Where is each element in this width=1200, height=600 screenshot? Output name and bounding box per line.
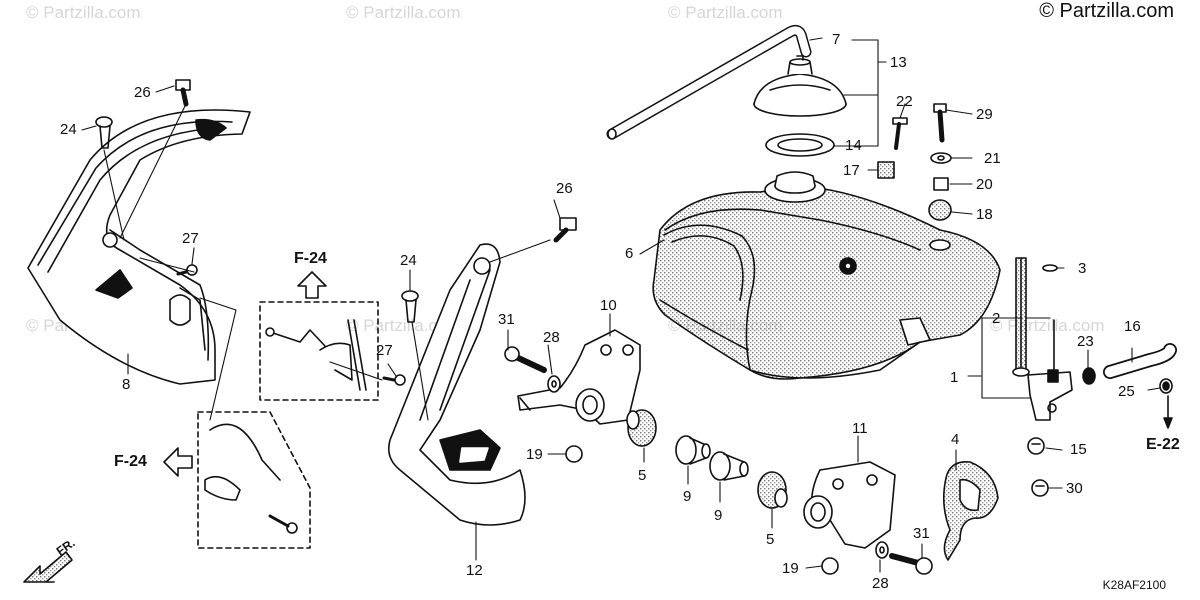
rubber-18 (928, 199, 952, 221)
detail-box-top-content (265, 319, 367, 391)
callout-19a: 19 (526, 446, 543, 463)
callout-15: 15 (1070, 441, 1087, 458)
callout-23: 23 (1077, 333, 1094, 350)
callout-27a: 27 (182, 230, 199, 247)
callout-28b: 28 (872, 575, 889, 592)
screw-26b (553, 217, 577, 243)
callout-5b: 5 (766, 531, 775, 548)
callout-4: 4 (951, 431, 960, 448)
callout-13: 13 (890, 54, 907, 71)
clip-24b (401, 290, 419, 323)
f24-top-arrow (297, 271, 327, 299)
left-shroud (27, 109, 251, 385)
bolt-31a (504, 346, 547, 373)
callout-11: 11 (852, 420, 868, 437)
callout-17: 17 (843, 162, 860, 179)
callout-21: 21 (984, 150, 1001, 167)
callout-7: 7 (832, 31, 841, 48)
washer-21 (930, 152, 952, 164)
detail-box-top (259, 301, 379, 401)
callout-20: 20 (976, 176, 993, 193)
screw-27a (176, 264, 198, 276)
callout-16: 16 (1124, 318, 1141, 335)
ref-f24-left: F-24 (114, 453, 147, 470)
clip-4 (942, 461, 999, 561)
callout-3: 3 (1078, 260, 1087, 277)
detail-box-bottom (197, 411, 311, 549)
watermark: © Partzilla.com (346, 316, 461, 335)
front-mount-bracket (517, 329, 641, 425)
e22-arrow (1163, 395, 1173, 429)
washer-3 (1042, 264, 1058, 272)
callout-25: 25 (1118, 383, 1135, 400)
leader-lines (81, 37, 1161, 573)
washer-28b (875, 541, 889, 559)
copyright-notice: © Partzilla.com (1039, 0, 1174, 22)
front-arrow (23, 551, 73, 583)
callout-28a: 28 (543, 329, 560, 346)
rubber-mount-a (626, 409, 657, 447)
bolt-15 (1027, 437, 1045, 455)
callout-9b: 9 (714, 507, 723, 524)
ref-e22: E-22 (1146, 436, 1180, 453)
bolt-31b (889, 553, 933, 575)
callout-19b: 19 (782, 560, 799, 577)
collar-a (675, 435, 711, 465)
washer-28a (547, 375, 561, 393)
watermark: © Partzilla.com (668, 3, 783, 22)
callout-1: 1 (950, 369, 959, 386)
f24-left-arrow (163, 447, 193, 477)
callout-27b: 27 (376, 342, 393, 359)
fuel-valve (1012, 257, 1073, 421)
collar-20 (933, 177, 949, 191)
callout-14: 14 (845, 137, 862, 154)
callout-2: 2 (992, 310, 1001, 327)
callout-24a: 24 (60, 121, 77, 138)
hose-clamp-25 (1159, 378, 1173, 394)
callout-31b: 31 (913, 525, 930, 542)
callout-22: 22 (896, 93, 913, 110)
bolt-29 (933, 103, 947, 143)
watermark: © Partzilla.com (26, 3, 141, 22)
callout-29: 29 (976, 106, 993, 123)
callout-10: 10 (600, 297, 617, 314)
fuel-hose (1103, 343, 1177, 379)
callout-24b: 24 (400, 252, 417, 269)
ref-f24-top: F-24 (294, 250, 327, 267)
callout-5a: 5 (638, 467, 647, 484)
screw-27b (382, 374, 406, 386)
callout-26a: 26 (134, 84, 151, 101)
detail-box-bottom-content (204, 423, 298, 534)
callout-9a: 9 (683, 488, 692, 505)
callout-18: 18 (976, 206, 993, 223)
drawing-number: K28AF2100 (1102, 578, 1166, 592)
bolt-19a (565, 445, 583, 463)
bolt-22 (892, 117, 908, 150)
bolt-30 (1031, 479, 1049, 497)
callout-31a: 31 (498, 311, 515, 328)
right-shroud (387, 243, 526, 526)
screw-26a (175, 79, 191, 107)
fuel-tube (606, 25, 812, 140)
callout-26b: 26 (556, 180, 573, 197)
rear-mount-bracket (803, 461, 896, 549)
callout-6: 6 (625, 245, 634, 262)
collar-17 (877, 161, 895, 179)
hose-clamp-23 (1082, 367, 1096, 385)
callout-8: 8 (122, 376, 131, 393)
bolt-19b (821, 557, 839, 575)
cap-gasket (765, 133, 835, 157)
fuel-tank (652, 171, 1001, 380)
rubber-mount-b (757, 471, 788, 509)
fuel-cap (753, 55, 847, 117)
clip-24a (95, 116, 113, 149)
collar-b (709, 451, 749, 481)
callout-30: 30 (1066, 480, 1083, 497)
watermark: © Partzilla.com (346, 3, 461, 22)
callout-12: 12 (466, 562, 483, 579)
